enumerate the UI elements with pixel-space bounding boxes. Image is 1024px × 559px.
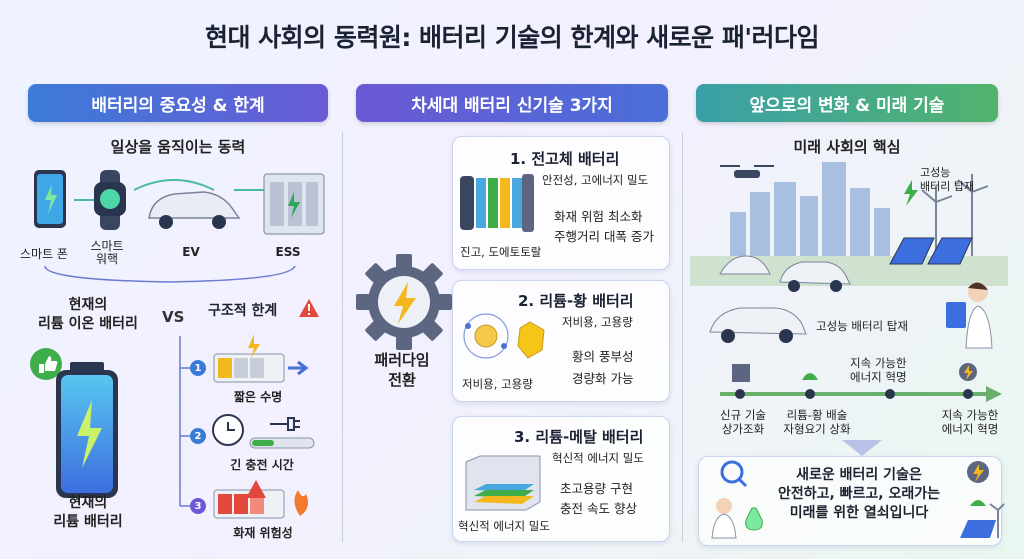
limit-label-2: 긴 충전 시간 xyxy=(230,458,294,472)
conclusion-box xyxy=(698,456,1002,546)
tech-card-2-line1: 저비용, 고용량 xyxy=(562,315,633,329)
tech-card-2-line3: 경량화 가능 xyxy=(572,371,634,386)
device-label-phone: 스마트 폰 xyxy=(20,247,68,261)
scientist-icon xyxy=(711,460,763,539)
conclusion-text: 새로운 배터리 기술은 안전하고, 빠르고, 오래가는 미래를 위한 열쇠입니다 xyxy=(777,467,941,521)
device-label-ess: ESS xyxy=(275,245,301,259)
solid-state-battery-icon xyxy=(460,174,534,232)
vs-label: VS xyxy=(162,308,185,326)
limit-label-3: 화재 위험성 xyxy=(233,526,293,540)
tech-card-1-line1: 안전성, 고에너지 밀도 xyxy=(542,173,649,187)
limit-number-3: 3 xyxy=(190,498,206,514)
current-battery-label: 현재의 리튬 이온 배터리 xyxy=(38,297,138,332)
future-timeline xyxy=(720,363,1002,402)
tech-card-1-caption: 진고, 도에토토랄 xyxy=(460,245,542,259)
timeline-bottom-label-2: 리튬-황 배술 자형요기 상화 xyxy=(783,408,851,436)
tech-card-2-caption: 저비용, 고용량 xyxy=(462,377,533,391)
divider-left xyxy=(342,132,343,542)
tech-card-3-line3: 충전 속도 향상 xyxy=(560,501,637,516)
tech-card-lithium-metal xyxy=(452,416,670,542)
high-perf-label-1: 고성능 배터리 탑재 xyxy=(920,166,975,193)
sustainable-energy-icon xyxy=(960,461,1005,538)
ess-storage-icon xyxy=(263,173,325,235)
ev-car-icon xyxy=(148,191,241,229)
tech-card-3-caption: 혁신적 에너지 밀도 xyxy=(458,519,550,533)
sulfur-molecule-icon xyxy=(463,313,545,359)
drone-icon xyxy=(720,165,774,178)
tech-card-1-title: 1. 전고체 배터리 xyxy=(510,150,620,168)
tech-card-3-line1: 혁신적 에너지 밀도 xyxy=(552,451,644,465)
factory-icon xyxy=(732,364,750,382)
divider-right xyxy=(682,132,683,542)
timeline-bottom-label-4: 지속 가능한 에너지 혁명 xyxy=(941,408,999,436)
limit-number-1: 1 xyxy=(190,360,206,376)
high-perf-label-2: 고성능 배터리 탑재 xyxy=(816,319,908,333)
solar-panel-icon xyxy=(889,237,973,265)
wind-turbine-icon xyxy=(921,174,989,262)
tech-card-3-line2: 초고용량 구현 xyxy=(560,481,633,496)
limit-label-1: 짧은 수명 xyxy=(233,390,283,404)
bracket-connector xyxy=(44,265,296,283)
page-title: 현대 사회의 동력원: 배터리 기술의 한계와 새로운 패'러다임 xyxy=(204,23,820,52)
warning-icon xyxy=(299,299,319,317)
device-label-watch: 스마트 워핵 xyxy=(90,239,124,266)
limits-title: 구조적 한계 xyxy=(208,303,278,319)
tech-card-1-line2: 화재 위험 최소화 xyxy=(554,209,643,224)
left-column-heading: 배터리의 중요성 & 한계 xyxy=(28,84,328,122)
tech-card-3-title: 3. 리튬-메탈 배터리 xyxy=(514,428,644,446)
paradigm-label: 패러다임 전환 xyxy=(374,351,430,389)
limits-illustration xyxy=(179,334,315,519)
gear-bolt-icon xyxy=(356,254,452,350)
tech-card-2-line2: 황의 풍부성 xyxy=(572,349,634,364)
middle-column-heading: 차세대 배터리 신기술 3가지 xyxy=(356,84,668,122)
device-label-ev: EV xyxy=(182,245,200,259)
timeline-top-label-3: 지속 가능한 에너지 혁명 xyxy=(850,356,907,384)
devices-illustration xyxy=(34,170,325,235)
plug-icon xyxy=(270,417,300,431)
left-subheading: 일상을 움직이는 동력 xyxy=(110,138,246,156)
battery-caption: 현재의 리튬 배터리 xyxy=(53,495,123,530)
tech-card-2-title: 2. 리튬-황 배터리 xyxy=(518,292,634,310)
down-arrow xyxy=(842,440,882,456)
smartphone-icon xyxy=(34,170,66,228)
lithium-metal-layers-icon xyxy=(465,455,541,511)
tech-card-1-line3: 주행거리 대폭 증가 xyxy=(554,229,654,244)
fire-icon xyxy=(294,490,308,516)
right-column-heading: 앞으로의 변화 & 미래 기술 xyxy=(696,84,998,122)
future-city-illustration xyxy=(690,162,1008,349)
smartwatch-icon xyxy=(94,170,126,230)
right-subheading: 미래 사회의 핵심 xyxy=(793,138,901,156)
timeline-bottom-label-1: 신규 기술 상가조화 xyxy=(720,408,766,436)
limit-number-2: 2 xyxy=(190,428,206,444)
person-with-tablet-icon xyxy=(946,282,993,349)
plant-icon xyxy=(802,373,818,380)
big-battery-illustration xyxy=(30,348,118,498)
